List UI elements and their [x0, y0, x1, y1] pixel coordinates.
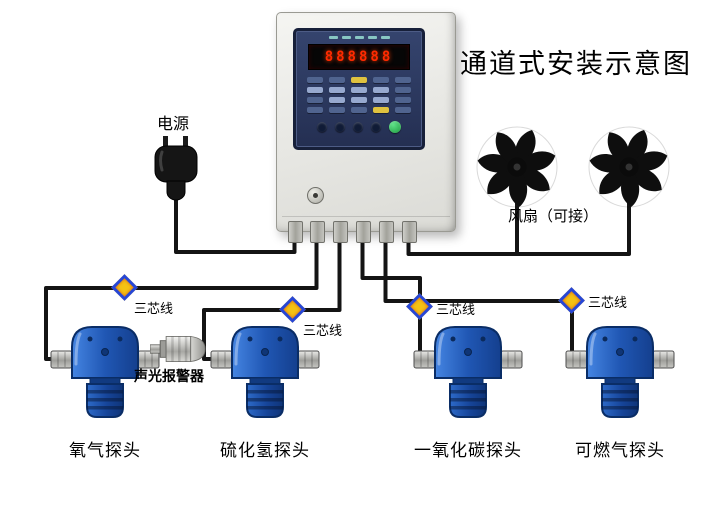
panel-indicator: [373, 107, 389, 113]
panel-button: [307, 107, 323, 113]
wire-label-1: 三芯线: [134, 302, 174, 317]
cabinet-lock-icon: [307, 187, 324, 204]
panel-indicator: [351, 77, 367, 83]
terminal-block-4: [356, 221, 371, 243]
wire-label-2: 三芯线: [303, 324, 343, 339]
terminal-block-5: [379, 221, 394, 243]
power-plug-icon: [153, 136, 199, 202]
round-button: [371, 122, 381, 132]
alarm-controller-box: 888888: [276, 12, 456, 232]
power-label: 电源: [157, 114, 190, 133]
fan-icon-1: [476, 126, 559, 209]
detector-label-h2s: 硫化氢探头: [220, 441, 310, 461]
fan-icon-2: [588, 126, 671, 209]
panel-round-buttons: [296, 121, 422, 133]
panel-button: [373, 97, 389, 103]
panel-header-text: [296, 36, 422, 39]
panel-button: [329, 77, 345, 83]
fan-label: 风扇（可接）: [508, 207, 599, 225]
terminal-block-3: [333, 221, 348, 243]
led-display: 888888: [308, 44, 410, 70]
wire-power-cord: [174, 194, 297, 254]
terminal-block-1: [288, 221, 303, 243]
sound-light-alarm-label: 声光报警器: [134, 369, 204, 385]
panel-button: [395, 77, 411, 83]
detector-label-oxygen: 氧气探头: [69, 441, 141, 461]
detector-label-co: 一氧化碳探头: [414, 441, 522, 461]
wire-fan-2: [515, 200, 631, 256]
panel-button: [329, 97, 345, 103]
wire-fan-1: [406, 200, 519, 256]
gas-detector-icon-4: [565, 325, 675, 419]
panel-button: [351, 97, 367, 103]
wire-detector-4: [383, 236, 574, 359]
panel-button: [373, 87, 389, 93]
panel-button-grid: [307, 77, 411, 113]
terminal-block-6: [402, 221, 417, 243]
round-button: [317, 122, 327, 132]
panel-button: [307, 87, 323, 93]
controller-front-panel: 888888: [293, 28, 425, 150]
diagram-title: 通道式安装示意图: [460, 49, 692, 79]
panel-button: [351, 87, 367, 93]
panel-button: [395, 87, 411, 93]
panel-button: [307, 97, 323, 103]
panel-button: [307, 77, 323, 83]
wire-detector-1: [44, 236, 319, 361]
power-led: [389, 121, 401, 133]
panel-button: [373, 77, 389, 83]
cabinet-seam: [282, 216, 450, 217]
gas-detector-icon-3: [413, 325, 523, 419]
panel-button: [329, 107, 345, 113]
wire-detector-2: [202, 236, 342, 361]
panel-button: [395, 107, 411, 113]
wire-label-4: 三芯线: [588, 296, 628, 311]
round-button: [335, 122, 345, 132]
wire-label-3: 三芯线: [436, 303, 476, 318]
panel-button: [351, 107, 367, 113]
sound-light-alarm-icon: [150, 336, 206, 362]
detector-label-combustible: 可燃气探头: [575, 441, 665, 461]
terminal-block-2: [310, 221, 325, 243]
round-button: [353, 122, 363, 132]
panel-button: [329, 87, 345, 93]
panel-button: [395, 97, 411, 103]
